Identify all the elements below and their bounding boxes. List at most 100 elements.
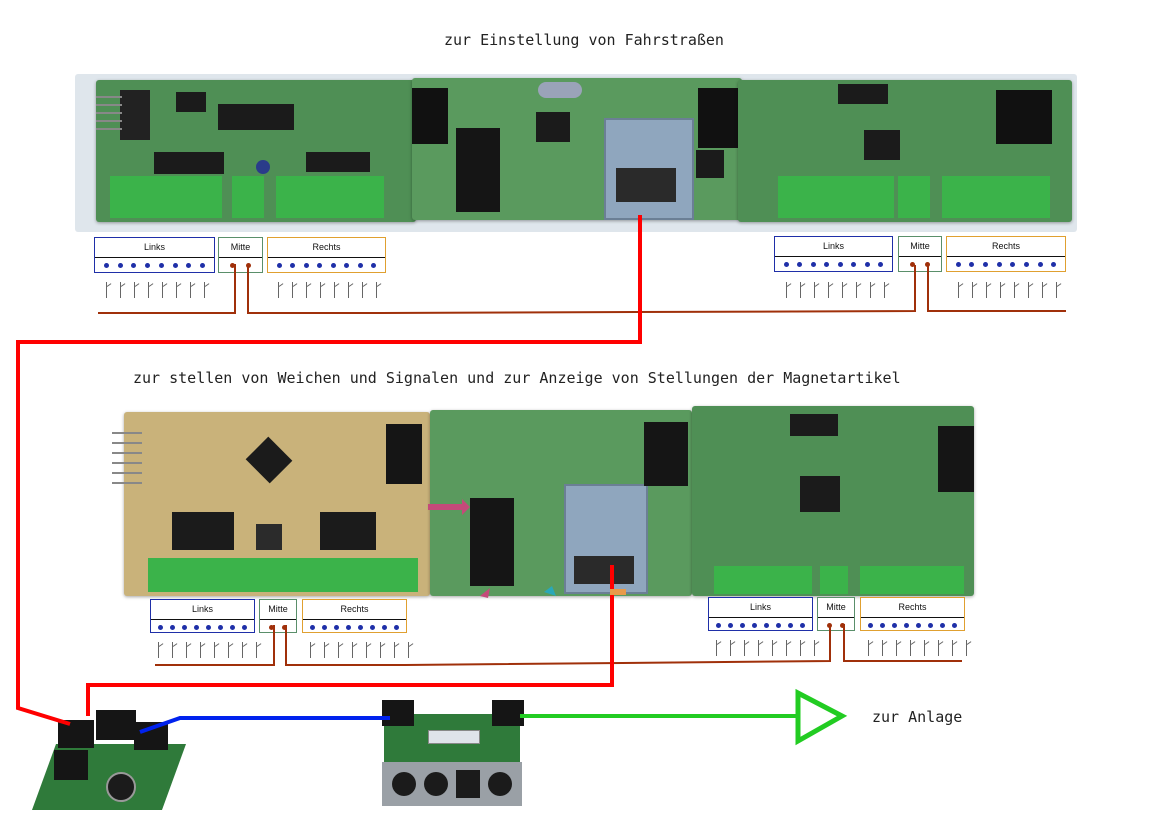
terminal-dots [947,257,1065,272]
push-button-switches [958,282,1070,298]
bus-cable-middle [86,565,614,716]
links-terminal-label-top-left: Links [94,237,215,273]
terminal-block-strip [148,558,418,592]
mitte-label: Mitte [268,604,288,614]
microcontroller [800,476,840,512]
ic-chip [698,88,742,148]
push-button-switches [716,640,828,656]
terminal-dots [151,620,254,635]
voltage-regulator [696,150,724,178]
dc-power-jack-icon [456,128,500,212]
links-label: Links [822,241,844,251]
pin-header-icon [112,432,142,492]
links-label: Links [749,602,771,612]
rj45-jack-icon [54,750,88,780]
rj45-jack-icon [382,700,414,726]
terminal-block-mitte [820,566,848,594]
mitte-label: Mitte [910,241,930,251]
fahrstrassen-module-right-pcb [738,80,1072,222]
mini-din-socket-icon [392,772,416,796]
microcontroller [536,112,570,142]
terminal-block-links [714,566,812,594]
ground-wires [98,264,1066,666]
rechts-label: Rechts [340,604,369,614]
rechts-terminal-label-top-left: Rechts [267,237,386,273]
caption-fahrstrassen: zur Einstellung von Fahrstraßen [444,31,724,49]
push-button-switches [310,642,422,658]
rechts-terminal-label-middle-right: Rechts [860,597,965,631]
rechts-label: Rechts [898,602,927,612]
rechts-terminal-label-middle-left: Rechts [302,599,407,633]
ic-chip [218,104,294,130]
push-button [256,524,282,550]
push-button-switches [278,282,390,298]
pin-header-icon [644,422,688,486]
ic-chip [996,90,1052,144]
terminal-block-rechts [860,566,964,594]
ic-chip [412,88,448,144]
dip-switch [838,84,888,104]
terminal-dots [260,620,296,635]
pin-header-icon [938,426,974,492]
links-label: Links [143,242,165,252]
push-button-switches [158,642,270,658]
terminal-dots [709,618,812,633]
dc-power-jack-icon [470,498,514,586]
terminal-block-mitte [232,176,264,218]
connector-arrows [428,499,626,598]
pin-header-icon [96,96,122,136]
links-label: Links [191,604,213,614]
dip-switch [790,414,838,436]
rj45-distributor-board [31,710,187,810]
terminal-block-links [778,176,894,218]
terminal-dots [303,620,406,635]
terminal-dots [861,618,964,633]
ic-chip [320,512,376,550]
capacitor [256,160,270,174]
terminal-dots [95,258,214,273]
mitte-terminal-label-middle-right: Mitte [817,597,855,631]
rj45-opening [574,556,634,584]
links-terminal-label-top-right: Links [774,236,893,272]
mitte-terminal-label-top-left: Mitte [218,237,263,273]
dc-power-jack-icon [456,770,480,798]
push-button-switches [868,640,980,656]
caption-zur-anlage: zur Anlage [872,708,963,726]
rj45-jack-icon [492,700,524,726]
rechts-label: Rechts [312,242,341,252]
interface-module-middle-pcb [430,410,692,596]
pin-header-icon [386,424,422,484]
terminal-dots [899,257,941,272]
magnetartikel-module-right-pcb [692,406,974,596]
mini-din-socket-icon [424,772,448,796]
links-terminal-label-middle-right: Links [708,597,813,631]
booster-board [378,700,526,806]
bus-cable-top [16,215,642,726]
ic-chip [176,92,206,112]
crystal [538,82,582,98]
terminal-block-rechts [942,176,1050,218]
terminal-dots [775,257,892,272]
mitte-terminal-label-top-right: Mitte [898,236,942,272]
track-output-arrowhead-icon [795,688,848,746]
terminal-dots [268,258,385,273]
terminal-block-links [110,176,222,218]
interface-module-top-pcb [412,78,742,220]
rj45-jack-icon [58,720,94,748]
terminal-block-mitte [898,176,930,218]
ic-chip [172,512,234,550]
rechts-terminal-label-top-right: Rechts [946,236,1066,272]
fahrstrassen-module-left-pcb [96,80,416,222]
mini-din-socket-icon [488,772,512,796]
terminal-block-rechts [276,176,384,218]
mini-din-socket-icon [106,772,136,802]
data-cable [139,716,390,734]
mitte-label: Mitte [230,242,251,252]
mitte-terminal-label-middle-left: Mitte [259,599,297,633]
ic-chip [306,152,370,172]
mitte-label: Mitte [826,602,846,612]
microcontroller [864,130,900,160]
ic-chip [154,152,224,174]
links-terminal-label-middle-left: Links [150,599,255,633]
